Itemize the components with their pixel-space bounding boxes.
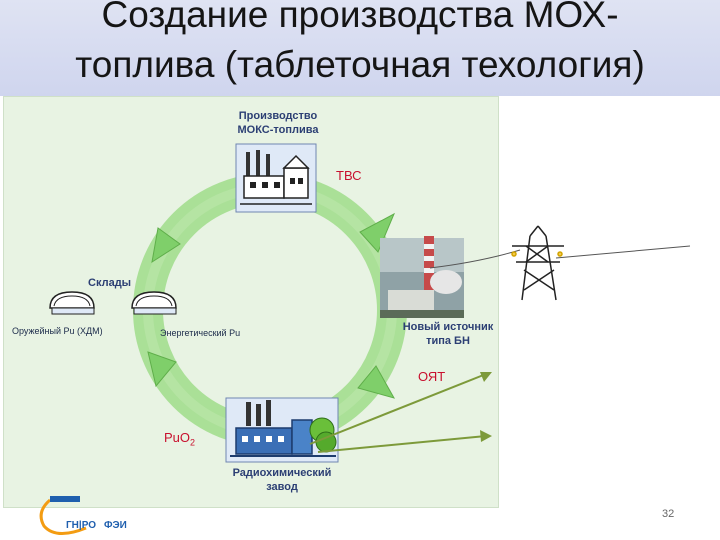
warehouse-icon-right bbox=[131, 291, 177, 315]
warehouses-label: Склады bbox=[88, 277, 132, 289]
weapons-pu-label: Оружейный Pu (ХДМ) bbox=[12, 326, 103, 336]
arrow-right bbox=[317, 435, 487, 453]
mox-production-label: Производство МОКС-топлива bbox=[237, 110, 319, 136]
nuclear-plant-icon bbox=[380, 236, 464, 318]
tvs-label: ТВС bbox=[336, 168, 362, 183]
slide-title-line-2: топлива (таблеточная техология) bbox=[75, 44, 645, 85]
cycle-arrowhead-southeast bbox=[357, 365, 396, 399]
energy-pu-label: Энергетический Pu bbox=[160, 328, 241, 338]
page-number: 32 bbox=[662, 508, 675, 520]
puo2-label: PuO2 bbox=[164, 430, 196, 448]
logo-text-left: ГН|РО bbox=[66, 520, 97, 531]
power-line-far bbox=[555, 245, 691, 259]
arrow-right-head bbox=[480, 430, 492, 442]
mox-factory-icon bbox=[235, 143, 317, 213]
cycle-arrowhead-southwest bbox=[147, 351, 177, 388]
cycle-arrowhead-west bbox=[151, 227, 181, 264]
oyat-label: ОЯТ bbox=[418, 369, 446, 384]
new-source-label: Новый источник типа БН bbox=[402, 321, 494, 347]
cycle-ring-highlight bbox=[143, 183, 397, 437]
cycle-arrowhead-east bbox=[359, 212, 396, 253]
logo bbox=[39, 496, 87, 535]
transmission-tower-icon bbox=[511, 225, 564, 301]
slide-title-line-1: Создание производства МОХ- bbox=[101, 0, 619, 35]
logo-text-right: ФЭИ bbox=[104, 520, 127, 531]
arrow-to-oyat-head bbox=[480, 372, 492, 382]
title-bar: Создание производства МОХ- топлива (табл… bbox=[0, 0, 720, 96]
radiochem-plant-label: Радиохимический завод bbox=[232, 467, 332, 493]
arrow-to-oyat bbox=[309, 373, 487, 445]
warehouse-icon-left bbox=[49, 291, 95, 315]
